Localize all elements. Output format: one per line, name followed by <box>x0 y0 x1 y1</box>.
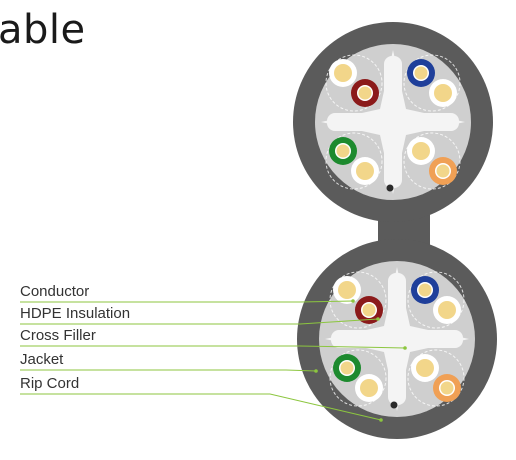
insulation-inner <box>434 84 452 102</box>
insulation-inner <box>438 301 456 319</box>
pair-boundary <box>325 54 383 112</box>
insulation-inner <box>356 162 374 180</box>
conductor <box>340 361 354 375</box>
label-cross-filler: Cross Filler <box>20 327 96 344</box>
insulation-inner <box>360 379 378 397</box>
pair-boundary <box>407 271 465 329</box>
label-rip-cord: Rip Cord <box>20 375 79 392</box>
insulation-inner <box>412 142 430 160</box>
label-hdpe-insulation: HDPE Insulation <box>20 305 130 322</box>
leader-line-cross-filler <box>20 345 406 349</box>
leader-line-rip-cord <box>20 393 382 421</box>
leader-dot-conductor <box>351 299 355 303</box>
conductor <box>362 303 376 317</box>
conductor <box>436 164 450 178</box>
pair-boundary <box>325 132 383 190</box>
conductor <box>358 86 372 100</box>
label-conductor: Conductor <box>20 283 89 300</box>
conductor <box>440 381 454 395</box>
conductor <box>418 283 432 297</box>
insulation-inner <box>338 281 356 299</box>
conductor <box>336 144 350 158</box>
label-jacket: Jacket <box>20 351 64 368</box>
leader-dot-jacket <box>314 369 318 373</box>
cable-top <box>293 22 493 222</box>
pair-boundary <box>403 54 461 112</box>
leader-line-jacket <box>20 369 317 372</box>
title: able <box>0 7 86 53</box>
cross-filler-horizontal <box>327 113 459 131</box>
leader-line-conductor <box>20 300 354 303</box>
leader-dot-rip-cord <box>379 418 383 422</box>
rip-cord <box>390 401 398 409</box>
cable-bottom <box>297 239 497 439</box>
pair-boundary <box>407 349 465 407</box>
rip-cord <box>386 184 394 192</box>
conductor <box>414 66 428 80</box>
pair-boundary <box>329 349 387 407</box>
insulation-inner <box>416 359 434 377</box>
leader-dot-cross-filler <box>403 346 407 350</box>
leader-dot-hdpe-insulation <box>376 317 380 321</box>
cross-filler-horizontal <box>331 330 463 348</box>
pair-boundary <box>403 132 461 190</box>
pair-boundary <box>329 271 387 329</box>
leader-line-hdpe-insulation <box>20 318 379 325</box>
insulation-inner <box>334 64 352 82</box>
